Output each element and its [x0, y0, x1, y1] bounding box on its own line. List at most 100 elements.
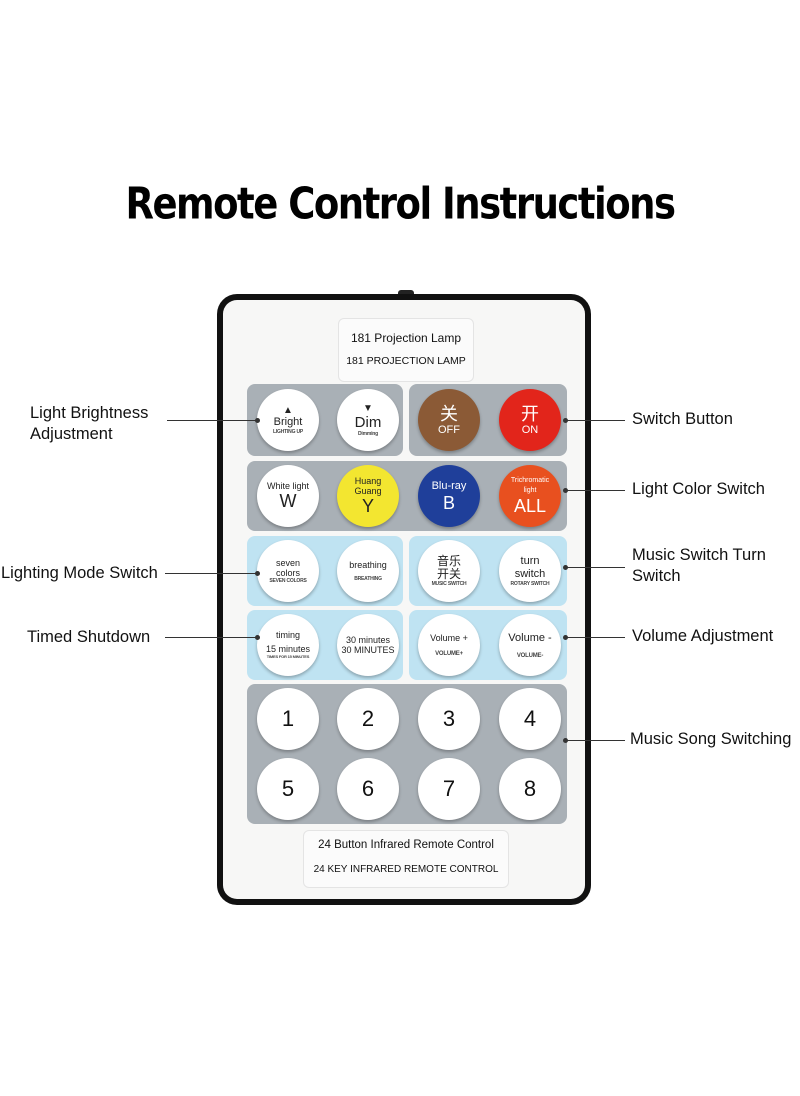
blue-light-button[interactable]: Blu-ray B — [418, 465, 480, 527]
timing-label: timing — [275, 630, 300, 640]
number-2-label: 2 — [361, 706, 375, 731]
leader-switch-dot — [563, 418, 568, 423]
breathing-button[interactable]: breathing BREATHING — [337, 540, 399, 602]
thirty-label: 30 minutes — [345, 635, 391, 645]
leader-song-dot — [563, 738, 568, 743]
leader-switch — [565, 420, 625, 421]
thirty-label-2: 30 MINUTES — [341, 645, 395, 655]
dim-label: Dim — [354, 413, 382, 431]
annotation-switch-button: Switch Button — [632, 410, 733, 428]
number-8-button[interactable]: 8 — [499, 758, 561, 820]
blue-letter: B — [442, 492, 455, 513]
top-label: 181 Projection Lamp 181 PROJECTION LAMP — [338, 318, 474, 382]
annotation-brightness: Light Brightness Adjustment — [30, 404, 149, 443]
yellow-letter: Y — [361, 496, 374, 516]
bright-sub: LIGHTING UP — [272, 428, 304, 435]
white-top-label: White light — [266, 481, 310, 491]
page-title: Remote Control Instructions — [125, 178, 676, 229]
annotation-lighting-mode: Lighting Mode Switch — [1, 564, 158, 582]
volume-down-button[interactable]: Volume - VOLUME- — [499, 614, 561, 676]
timing-label-2: 15 minutes — [265, 644, 311, 654]
yellow-light-button[interactable]: Huang Guang Y — [337, 465, 399, 527]
top-label-line-2: 181 PROJECTION LAMP — [346, 355, 466, 367]
number-1-label: 1 — [281, 706, 295, 731]
music-sub: MUSIC SWITCH — [431, 581, 467, 587]
annotation-timed: Timed Shutdown — [27, 628, 151, 646]
leader-brightness-dot — [255, 418, 260, 423]
turn-switch-button[interactable]: turn switch ROTARY SWITCH — [499, 540, 561, 602]
off-label: OFF — [438, 423, 460, 436]
turn-label: turn switch — [514, 555, 546, 580]
number-5-label: 5 — [281, 776, 295, 801]
dim-sub: Dimming — [358, 430, 378, 437]
volup-label: Volume + — [430, 633, 468, 643]
seven-colors-button[interactable]: seven colors SEVEN COLORS — [257, 540, 319, 602]
number-2-button[interactable]: 2 — [337, 688, 399, 750]
seven-label: seven colors — [275, 558, 301, 578]
dim-button[interactable]: ▼ Dim Dimming — [337, 389, 399, 451]
annotation-song: Music Song Switching — [630, 730, 792, 748]
annotation-volume: Volume Adjustment — [632, 627, 774, 645]
music-switch-button[interactable]: 音乐开关 MUSIC SWITCH — [418, 540, 480, 602]
bottom-label-line-2: 24 KEY INFRARED REMOTE CONTROL — [313, 864, 499, 875]
leader-timed-dot — [255, 635, 260, 640]
seven-sub: SEVEN COLORS — [269, 578, 307, 584]
remote-top-nub — [398, 290, 414, 296]
remote-control: 181 Projection Lamp 181 PROJECTION LAMP … — [217, 294, 591, 905]
off-button[interactable]: 关 OFF — [418, 389, 480, 451]
number-8-label: 8 — [523, 776, 537, 801]
music-cn-label: 音乐开关 — [436, 554, 461, 581]
number-6-label: 6 — [361, 776, 375, 801]
all-top-label: Trichromatic light — [510, 477, 550, 494]
off-cn-label: 关 — [440, 403, 458, 424]
breathing-sub: BREATHING — [354, 576, 382, 582]
voldown-label: Volume - — [508, 631, 552, 644]
leader-volume — [565, 637, 625, 638]
number-1-button[interactable]: 1 — [257, 688, 319, 750]
yellow-top-label: Huang Guang — [354, 476, 382, 496]
on-button[interactable]: 开 ON — [499, 389, 561, 451]
bright-button[interactable]: ▲ Bright LIGHTING UP — [257, 389, 319, 451]
bottom-label-line-1: 24 Button Infrared Remote Control — [318, 839, 494, 851]
volume-up-button[interactable]: Volume + VOLUME+ — [418, 614, 480, 676]
on-label: ON — [521, 423, 539, 436]
leader-color — [565, 490, 625, 491]
number-3-label: 3 — [442, 706, 456, 731]
annotation-music-switch: Music Switch Turn Switch — [632, 546, 766, 585]
leader-music-dot — [563, 565, 568, 570]
remote-face: 181 Projection Lamp 181 PROJECTION LAMP … — [223, 300, 585, 899]
volup-sub: VOLUME+ — [435, 651, 463, 657]
breathing-label: breathing — [349, 560, 387, 570]
leader-color-dot — [563, 488, 568, 493]
voldown-sub: VOLUME- — [516, 652, 544, 659]
leader-song — [565, 740, 625, 741]
timing-sub: TIMES FOR 15 MINUTES — [266, 654, 310, 659]
number-7-button[interactable]: 7 — [418, 758, 480, 820]
leader-volume-dot — [563, 635, 568, 640]
number-6-button[interactable]: 6 — [337, 758, 399, 820]
timing-30-button[interactable]: 30 minutes 30 MINUTES — [337, 614, 399, 676]
top-label-line-1: 181 Projection Lamp — [350, 331, 462, 345]
down-arrow-icon: ▼ — [363, 402, 373, 414]
all-letter: ALL — [513, 496, 547, 516]
number-3-button[interactable]: 3 — [418, 688, 480, 750]
number-4-button[interactable]: 4 — [499, 688, 561, 750]
white-letter: W — [279, 491, 297, 511]
timing-15-button[interactable]: timing 15 minutes TIMES FOR 15 MINUTES — [257, 614, 319, 676]
all-light-button[interactable]: Trichromatic light ALL — [499, 465, 561, 527]
up-arrow-icon: ▲ — [283, 404, 293, 416]
annotation-color-switch: Light Color Switch — [632, 480, 765, 498]
leader-timed — [165, 637, 257, 638]
white-light-button[interactable]: White light W — [257, 465, 319, 527]
turn-sub: ROTARY SWITCH — [510, 581, 550, 587]
number-7-label: 7 — [442, 776, 456, 801]
leader-brightness — [167, 420, 257, 421]
leader-music — [565, 567, 625, 568]
bottom-label: 24 Button Infrared Remote Control 24 KEY… — [303, 830, 509, 888]
blue-top-label: Blu-ray — [431, 479, 467, 492]
bright-label: Bright — [273, 415, 303, 428]
number-5-button[interactable]: 5 — [257, 758, 319, 820]
leader-lighting-mode — [165, 573, 257, 574]
leader-lighting-mode-dot — [255, 571, 260, 576]
on-cn-label: 开 — [521, 403, 539, 424]
